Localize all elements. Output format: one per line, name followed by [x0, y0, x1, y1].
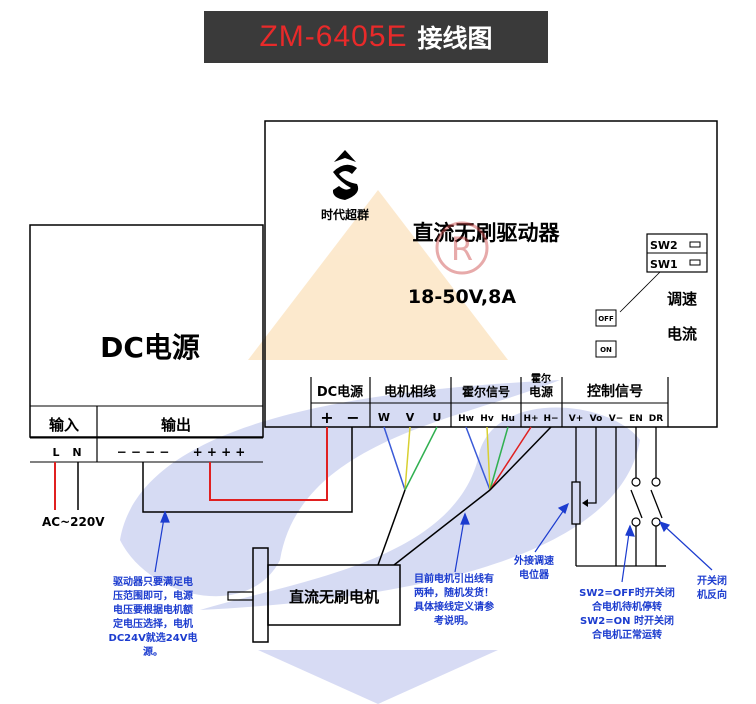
driver-box	[264, 120, 718, 428]
pin-dc-minus: −	[346, 408, 359, 427]
title-subtitle: 接线图	[417, 24, 493, 53]
pin-dr: DR	[649, 414, 663, 424]
hall-power-label-top: 霍尔	[531, 372, 551, 385]
pin-hv: Hv	[480, 414, 494, 424]
pin-vplus: V+	[569, 414, 584, 424]
pin-vo: Vo	[590, 414, 603, 424]
switch-note-line-3: SW2=ON 时开关闭	[580, 614, 674, 627]
sw1-switch-icon	[689, 259, 701, 266]
pin-hu: Hu	[501, 414, 515, 424]
pin-u: U	[433, 411, 442, 424]
psu-note-line-5: DC24V就选24V电	[109, 631, 198, 644]
motor-label: 直流无刷电机	[289, 588, 379, 606]
switch-note-line-2: 合电机待机停转	[591, 600, 662, 613]
pin-en: EN	[629, 414, 643, 424]
off-indicator	[595, 309, 617, 327]
hall-power-label-bottom: 电源	[529, 384, 553, 399]
sw1-label: SW1	[650, 258, 678, 271]
control-signal-group-label: 控制信号	[587, 383, 643, 400]
psu-minus-pins: − − − −	[117, 445, 170, 459]
dr-switch-contact-icon	[651, 477, 661, 487]
psu-l-pin: L	[52, 446, 59, 459]
current-label: 电流	[667, 325, 697, 343]
pin-w: W	[378, 411, 390, 424]
annotation-arrows	[154, 502, 713, 583]
speed-label: 调速	[667, 290, 697, 308]
pin-hw: Hw	[458, 414, 474, 424]
psu-output-label: 输出	[161, 416, 191, 434]
diagram-title: ZM-6405E 接线图	[204, 11, 548, 63]
psu-note-line-6: 源。	[143, 645, 163, 658]
pin-v: V	[406, 411, 415, 424]
en-switch-contact-icon	[631, 477, 641, 487]
sw2-label: SW2	[650, 239, 678, 252]
registered-trademark-icon: R	[435, 221, 489, 275]
watermark-logo	[120, 190, 640, 704]
pin-dc-plus: +	[320, 408, 333, 427]
psu-plus-pins: + + + +	[193, 445, 246, 459]
psu-note-line-4: 定电压选择，电机	[113, 617, 193, 630]
svg-text:R: R	[451, 230, 473, 268]
switch-note-line-1: SW2=OFF时开关闭	[579, 586, 675, 599]
driver-spec: 18-50V,8A	[408, 286, 516, 308]
pot-note-line-1: 外接调速	[513, 554, 554, 567]
title-model: ZM-6405E	[259, 20, 408, 53]
on-label: ON	[600, 346, 612, 354]
psu-note-line-2: 压范围即可，电源	[113, 589, 193, 602]
on-indicator	[595, 340, 617, 358]
ac-input-label: AC~220V	[42, 515, 105, 529]
off-label: OFF	[598, 315, 614, 323]
brand-name: 时代超群	[321, 207, 369, 222]
psu-n-pin: N	[72, 446, 81, 459]
driver-name: 直流无刷驱动器	[413, 221, 561, 245]
psu-note-line-1: 驱动器只要满足电	[113, 575, 193, 588]
motor-note-line-4: 考说明。	[434, 614, 474, 627]
psu-box	[29, 224, 264, 438]
brand-logo-icon	[332, 150, 359, 200]
pin-hplus: H+	[523, 414, 538, 424]
pot-note-line-2: 电位器	[519, 568, 550, 581]
dc-power-group-label: DC电源	[317, 384, 363, 400]
pin-vminus: V−	[609, 414, 624, 424]
hall-signal-group-label: 霍尔信号	[462, 384, 510, 399]
direction-note-line-1: 开关闭	[697, 574, 727, 587]
direction-note-line-2: 机反向	[697, 588, 727, 601]
motor-shaft	[227, 591, 254, 601]
sw2-switch-icon	[689, 241, 701, 248]
motor-phase-group-label: 电机相线	[384, 384, 436, 400]
motor-note-line-1: 目前电机引出线有	[414, 572, 494, 585]
psu-input-label: 输入	[49, 416, 79, 434]
pin-hminus: H−	[543, 414, 558, 424]
switch-note-line-4: 合电机正常运转	[591, 628, 662, 641]
psu-title: DC电源	[100, 331, 200, 364]
psu-note-line-3: 电压要根据电机额	[113, 603, 193, 616]
terminal-block	[310, 377, 669, 427]
motor-note-line-3: 具体接线定义请参	[413, 600, 494, 613]
motor-note-line-2: 两种，随机发货！	[414, 586, 494, 599]
